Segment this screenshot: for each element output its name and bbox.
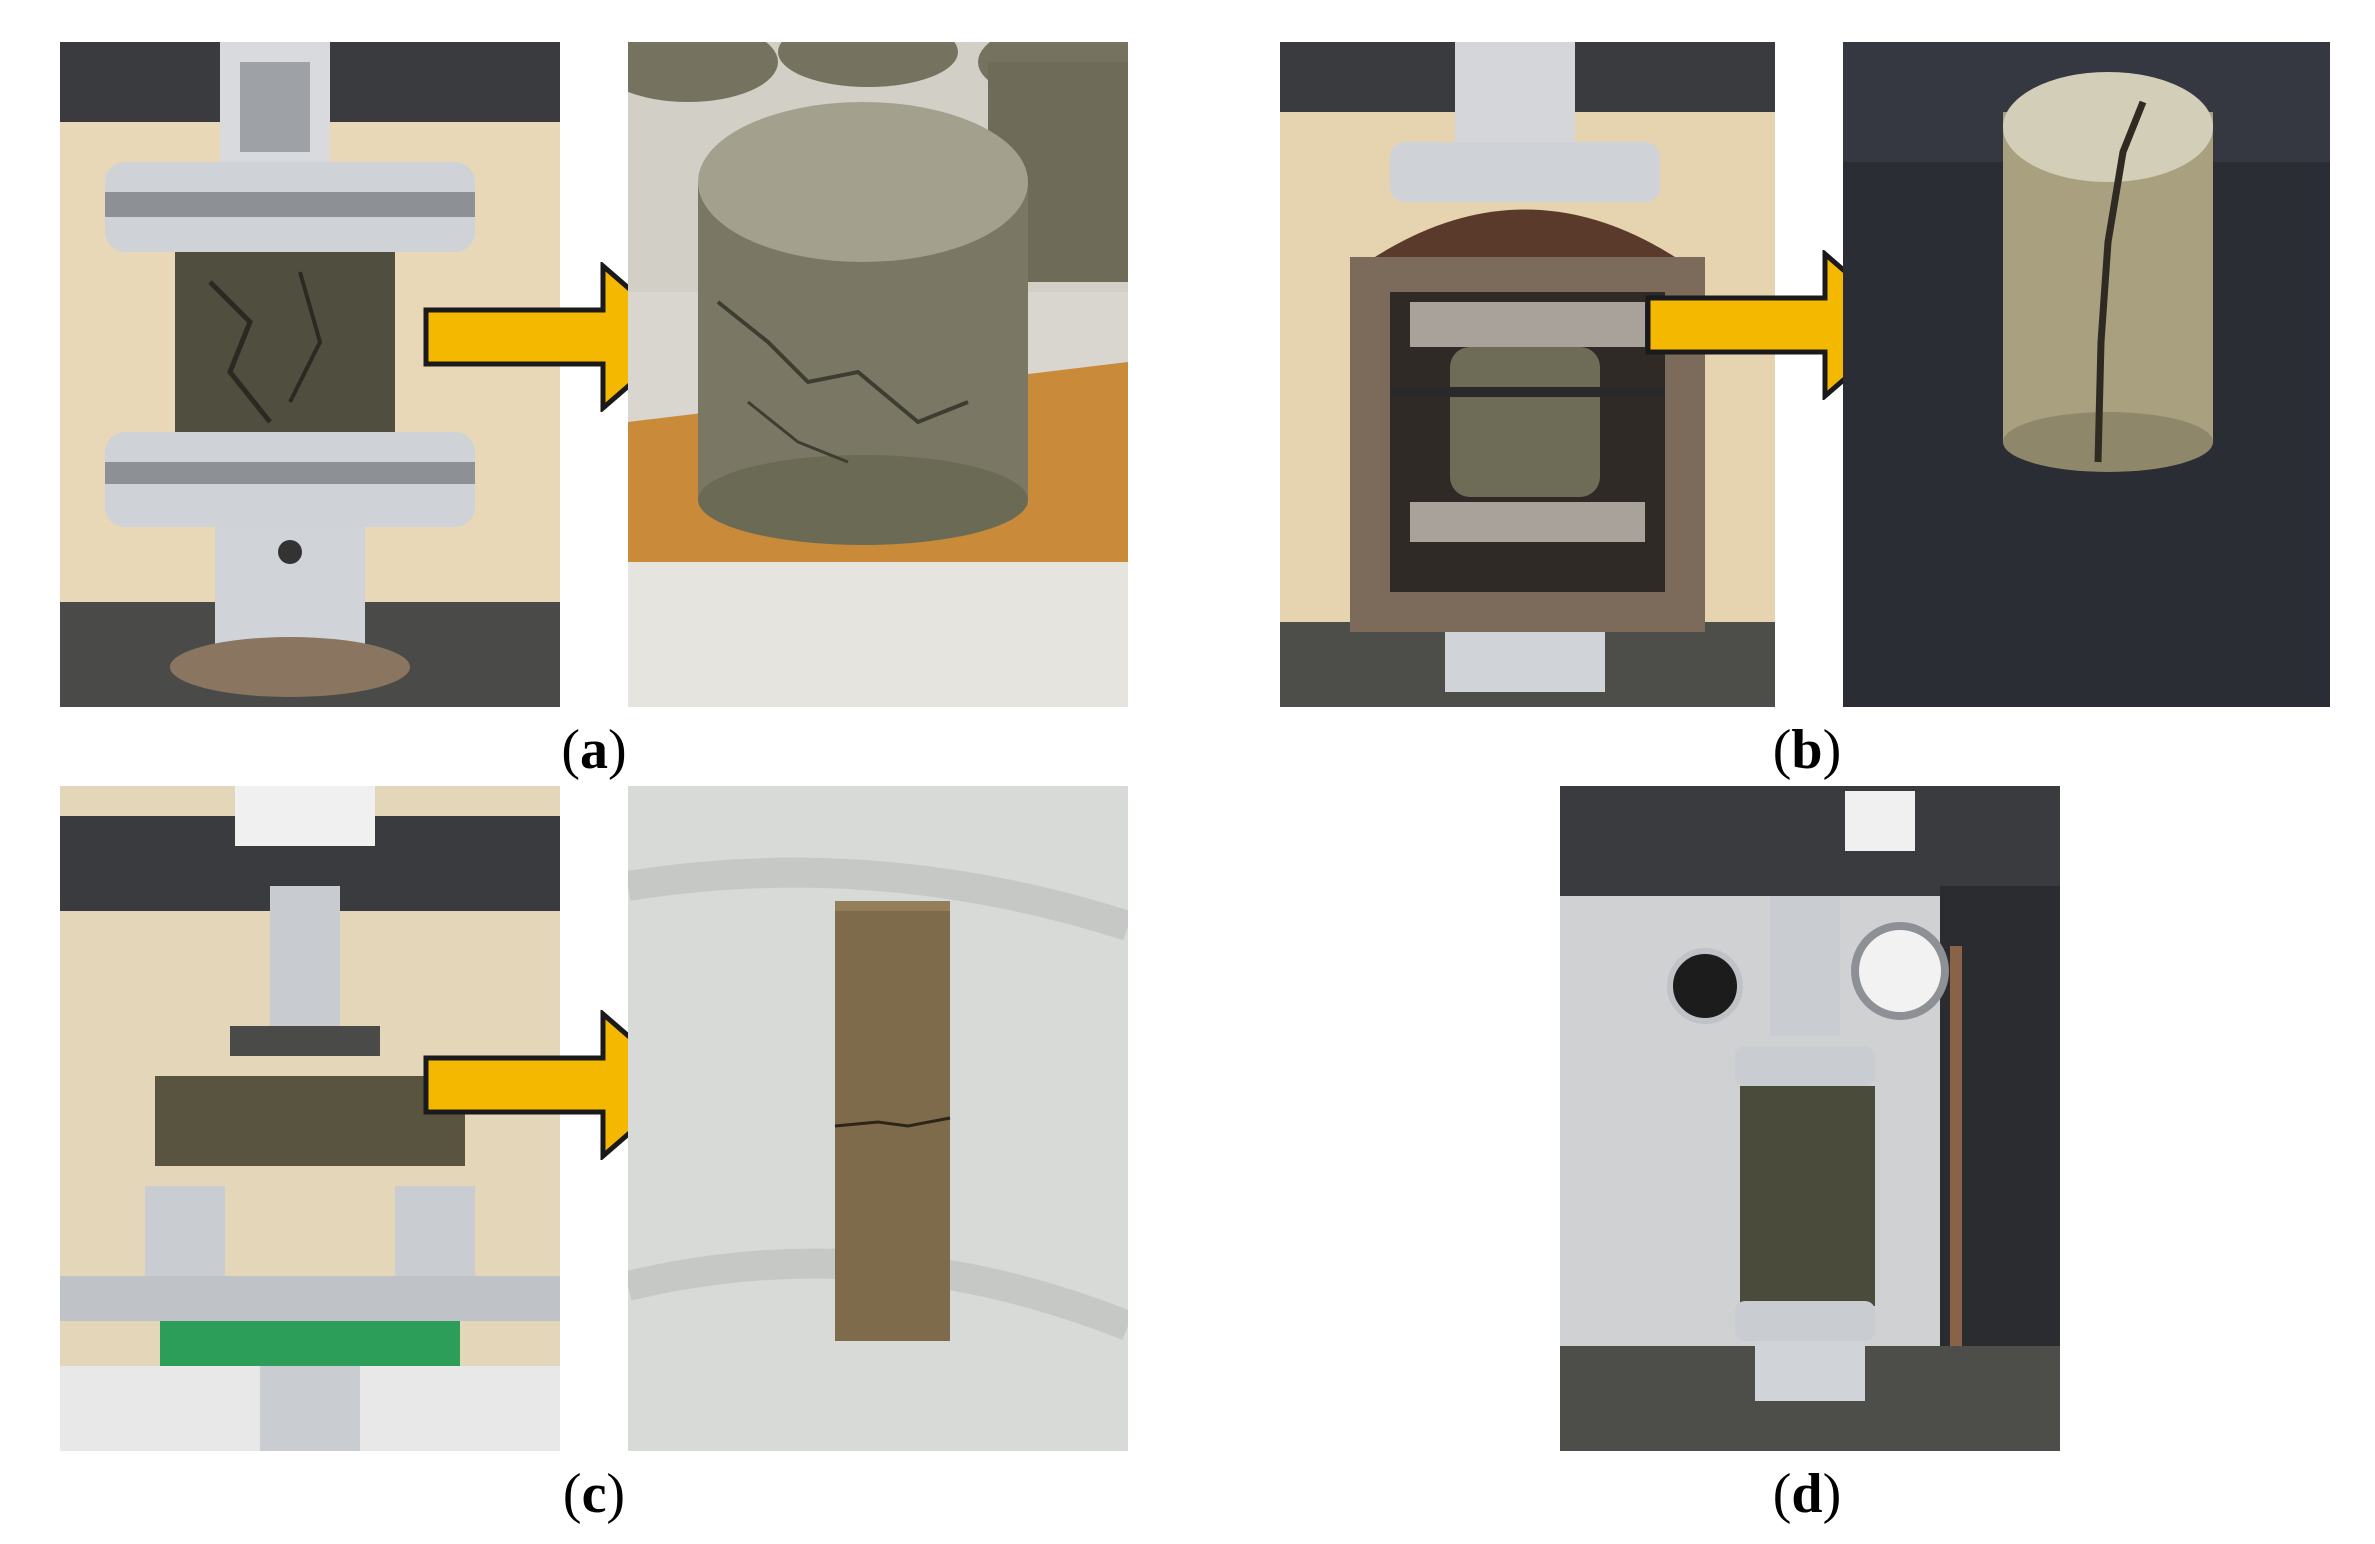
caption-c: (c) [562,1463,626,1525]
panel-d-test-machine-photo [1560,786,2060,1451]
caption-d: (d) [1772,1463,1842,1525]
panel-c-failed-specimen-photo [628,786,1128,1451]
panel-c-test-machine-photo [60,786,560,1451]
caption-b: (b) [1772,719,1842,781]
caption-a: (a) [561,719,627,781]
panel-a-failed-specimen-photo [628,42,1128,707]
panel-a-test-machine-photo [60,42,560,707]
panel-b-failed-specimen-photo [1843,42,2330,707]
